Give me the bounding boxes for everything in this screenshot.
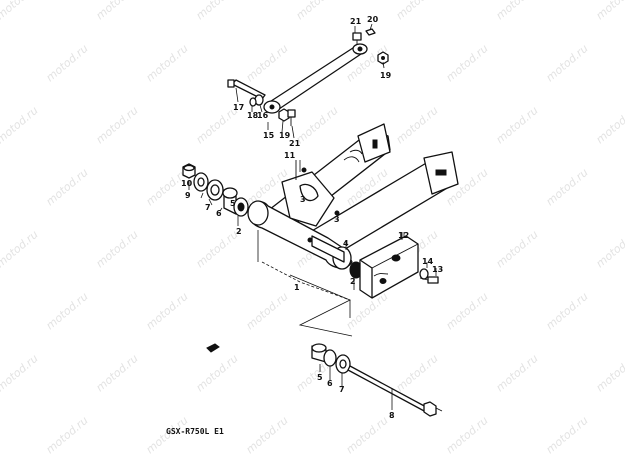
callout-3-lower: 3 [334,215,340,224]
bolt-21-upper [352,32,362,45]
washer-18 [249,97,257,107]
callout-labels: 21 20 19 17 18 16 15 19 21 11 3 3 10 9 7… [181,15,443,420]
watermark-text: motod.ru [594,104,625,146]
watermark-text: motod.ru [444,290,491,332]
callout-12: 12 [398,231,409,240]
watermark-text: motod.ru [494,104,541,146]
callout-13: 13 [432,265,443,274]
nut-19 [377,51,389,65]
bearing-5 [233,197,249,217]
watermark-text: motod.ru [544,414,591,456]
callout-1: 1 [294,283,300,292]
callout-15: 15 [263,131,275,140]
nut-10 [182,163,196,179]
bolt-21-lower [287,109,296,126]
watermark-text: motod.ru [394,0,441,22]
watermark-text: motod.ru [144,42,191,84]
watermark-text: motod.ru [444,42,491,84]
nut-15 [278,108,290,122]
seal-7-lower [335,354,351,374]
callout-19: 19 [380,71,392,80]
callout-17: 17 [233,103,244,112]
callout-21-top: 21 [350,17,362,26]
callout-8: 8 [389,411,395,420]
callout-6-lower: 6 [327,379,333,388]
watermark-text: motod.ru [544,290,591,332]
callout-7-lower: 7 [339,385,345,394]
watermark-text: motod.ru [94,228,141,270]
watermark-text: motod.ru [194,228,241,270]
watermark-text: motod.ru [394,352,441,394]
watermark-text: motod.ru [244,42,291,84]
callout-20: 20 [367,15,379,24]
watermark-text: motod.ru [544,42,591,84]
washer-9 [193,172,209,192]
callout-21-lower: 21 [289,139,301,148]
watermark-text: motod.ru [494,0,541,22]
watermark-text: motod.ru [0,352,41,394]
watermark-text: motod.ru [244,290,291,332]
model-caption: GSX-R750L E1 [166,427,224,436]
spacer-5-lower [311,343,327,363]
callout-10: 10 [181,179,193,188]
spacer-4 [311,235,345,263]
watermark-text: motod.ru [194,352,241,394]
watermark-text: motod.ru [144,290,191,332]
bolt-13 [419,276,439,284]
rear-torque-rod [263,43,368,114]
watermark-text: motod.ru [344,414,391,456]
callout-18: 18 [247,111,259,120]
watermark-text: motod.ru [494,352,541,394]
callout-2-left: 2 [236,227,242,236]
watermark-text: motod.ru [0,104,41,146]
watermark-text: motod.ru [594,352,625,394]
callout-9: 9 [185,191,191,200]
callout-5-lower: 5 [317,373,323,382]
watermark-text: motod.ru [44,166,91,208]
callout-6: 6 [216,209,222,218]
callout-7: 7 [205,203,211,212]
callout-4: 4 [343,239,349,248]
washer-14 [419,268,429,280]
watermark-text: motod.ru [394,104,441,146]
leader-lines [188,23,437,410]
grease-fitting [206,343,220,353]
chain-adjuster-12 [359,235,419,299]
callout-14: 14 [422,257,434,266]
rod-bolt-17 [227,79,266,100]
callout-11: 11 [284,151,296,160]
watermark-text: motod.ru [44,290,91,332]
watermark-text: motod.ru [0,228,41,270]
watermark-text: motod.ru [94,104,141,146]
watermark-text: motod.ru [294,104,341,146]
watermark-text: motod.ru [544,166,591,208]
watermark-text: motod.ru [294,0,341,22]
watermark-text: motod.ru [0,0,41,22]
seal-7 [206,179,224,201]
watermark-text: motod.ru [44,414,91,456]
watermark-text: motod.ru [44,42,91,84]
watermark-text: motod.ru [494,228,541,270]
assembly-guide-lines [257,160,403,337]
watermark-text: motod.ru [94,0,141,22]
callout-19-lower: 19 [279,131,291,140]
watermark-text: motod.ru [594,228,625,270]
watermark-text: motod.ru [444,414,491,456]
pivot-axle-8 [347,365,443,417]
watermark-text: motod.ru [594,0,625,22]
callout-16: 16 [257,111,269,120]
watermark-text: motod.ru [94,352,141,394]
callout-5: 5 [230,199,236,208]
swingarm [247,123,459,270]
callout-2-right: 2 [350,277,356,286]
spacer-6-lower [323,349,337,367]
watermark-text: motod.ru [194,0,241,22]
callout-3-upper: 3 [300,195,306,204]
watermark-text: motod.ru [344,290,391,332]
watermark-text: motod.ru [244,414,291,456]
cotter-pin-20 [365,28,376,36]
